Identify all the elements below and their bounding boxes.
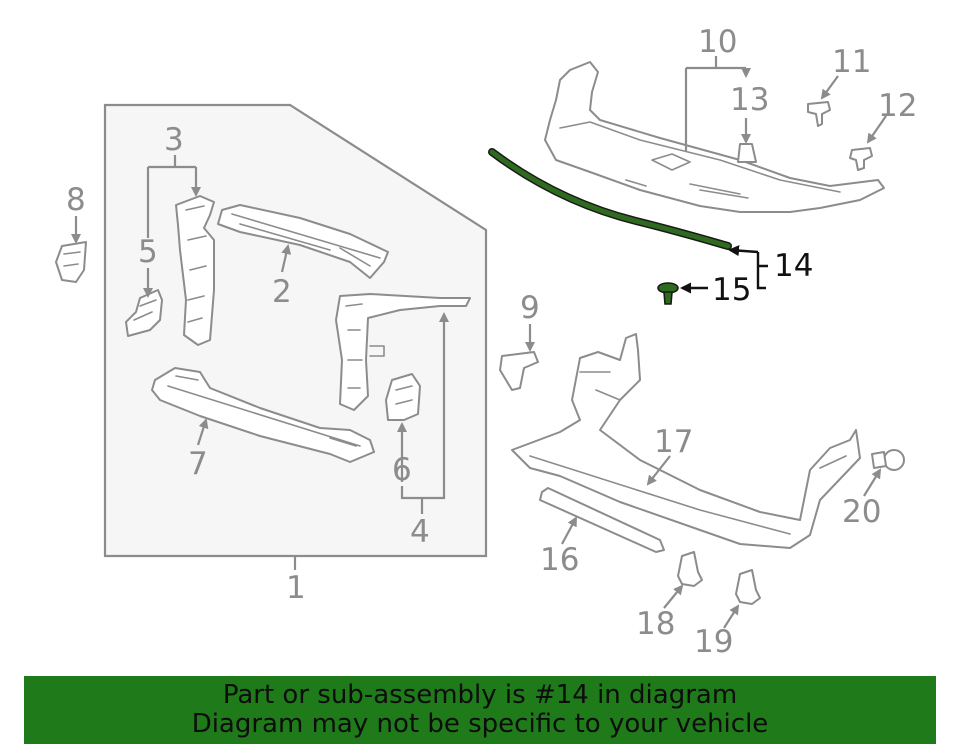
callout-3: 3 (164, 122, 184, 158)
part-16-strip[interactable] (539, 487, 665, 553)
callout-7: 7 (188, 446, 208, 482)
callout-9: 9 (520, 290, 540, 326)
part-20-clip[interactable] (871, 449, 905, 471)
callouts: 1 2 3 4 5 6 7 8 9 10 11 12 13 14 15 16 1… (66, 24, 917, 660)
part-14-seal[interactable] (488, 148, 732, 250)
callout-18: 18 (636, 606, 675, 642)
part-15-clip[interactable] (657, 282, 679, 305)
callout-16: 16 (540, 542, 579, 578)
part-4-hood-lock-support[interactable] (335, 293, 471, 411)
assembly-box (103, 103, 488, 558)
callout-10: 10 (698, 24, 737, 60)
part-7-lower-beam[interactable] (151, 367, 375, 463)
callout-5: 5 (138, 234, 158, 270)
callout-17: 17 (654, 424, 693, 460)
callout-13: 13 (730, 82, 769, 118)
part-3-side-bracket[interactable] (175, 195, 215, 346)
part-8-bracket[interactable] (55, 241, 87, 283)
callout-19: 19 (694, 624, 733, 660)
part-6-bracket[interactable] (385, 373, 421, 421)
callout-11: 11 (832, 44, 871, 80)
notice-line-2: Diagram may not be specific to your vehi… (191, 709, 769, 739)
callout-15: 15 (712, 272, 751, 308)
part-5-bracket[interactable] (125, 289, 163, 337)
part-13-stopper[interactable] (737, 143, 757, 163)
part-11-clip[interactable] (807, 101, 831, 127)
callout-2: 2 (272, 274, 292, 310)
notice-line-1: Part or sub-assembly is #14 in diagram (222, 680, 738, 710)
part-12-clip[interactable] (849, 147, 873, 171)
part-18-clip[interactable] (677, 551, 703, 587)
part-17-splash-shield[interactable] (511, 333, 861, 549)
part-9-bracket[interactable] (499, 351, 539, 391)
leader-lines (71, 56, 887, 629)
part-10-radiator-cover[interactable] (544, 61, 885, 213)
callout-4: 4 (410, 514, 430, 550)
callout-1: 1 (286, 570, 306, 606)
callout-20: 20 (842, 494, 881, 530)
callout-8: 8 (66, 182, 86, 218)
notice-banner: Part or sub-assembly is #14 in diagram D… (24, 676, 936, 744)
part-2-upper-beam[interactable] (217, 204, 389, 279)
callout-12: 12 (878, 88, 917, 124)
part-19-clip[interactable] (735, 569, 761, 605)
callout-6: 6 (392, 452, 412, 488)
callout-14: 14 (774, 248, 813, 284)
